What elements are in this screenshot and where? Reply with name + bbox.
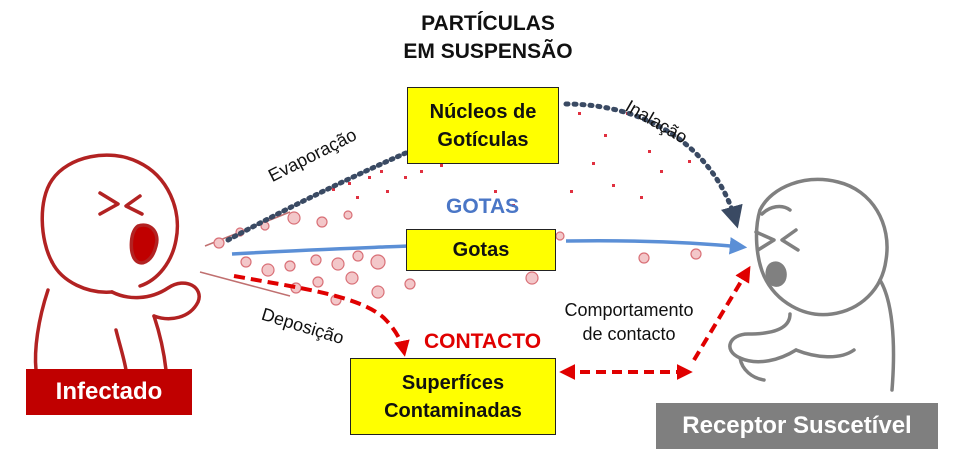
- nuclei-line-1: Núcleos de: [429, 100, 537, 123]
- contact-heading: CONTACTO: [424, 330, 542, 353]
- droplets-box: Gotas: [406, 229, 556, 271]
- hand-to-face-arrow: [692, 265, 751, 362]
- spray-cone-lower: [199, 271, 291, 297]
- contact-behavior-label: Comportamento de contacto: [546, 298, 712, 346]
- droplet-path-left: [231, 244, 409, 256]
- contact-behavior-line-1: Comportamento: [564, 300, 694, 320]
- contaminated-surfaces-box: Superfíces Contaminadas: [350, 358, 556, 435]
- evaporation-path: [225, 149, 411, 243]
- susceptible-person-icon: [728, 177, 896, 392]
- surfaces-line-1: Superfíces: [401, 371, 505, 394]
- heading-line-1: PARTÍCULAS: [421, 12, 555, 35]
- infected-person-icon: [33, 153, 201, 372]
- droplet-particles: [213, 210, 702, 306]
- droplet-nuclei-box: Núcleos de Gotículas: [407, 87, 559, 164]
- susceptible-receiver-tag: Receptor Suscetível: [656, 403, 938, 449]
- surfaces-line-2: Contaminadas: [384, 399, 522, 422]
- nuclei-line-2: Gotículas: [437, 128, 529, 151]
- heading-line-2: EM SUSPENSÃO: [403, 40, 573, 63]
- contact-behavior-line-2: de contacto: [582, 324, 676, 344]
- droplet-arrow: [565, 237, 748, 255]
- droplets-heading: GOTAS: [446, 195, 520, 218]
- inhalation-arrow: [563, 101, 743, 229]
- suspended-particles-heading: PARTÍCULAS EM SUSPENSÃO: [388, 10, 588, 66]
- aerosol-particles: [332, 112, 691, 207]
- infected-tag: Infectado: [26, 369, 192, 415]
- deposition-arrow: [233, 274, 410, 357]
